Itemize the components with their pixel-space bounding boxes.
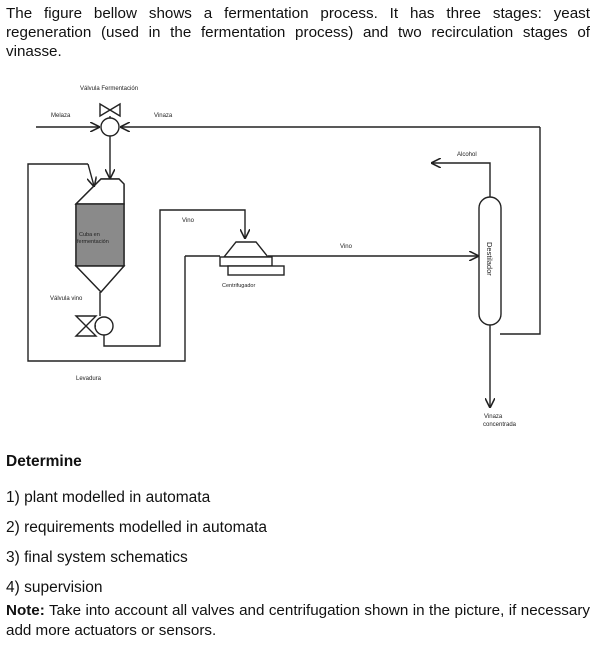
label-melaza: Melaza bbox=[51, 113, 71, 119]
fermentation-valve-icon bbox=[99, 102, 121, 118]
centrifuge bbox=[219, 241, 285, 276]
label-cuba-2: fermentación bbox=[77, 239, 109, 245]
task-list: 1) plant modelled in automata 2) require… bbox=[6, 483, 267, 603]
label-cuba-1: Cuba en bbox=[79, 232, 100, 238]
label-vinaza-concentrada-2: concentrada bbox=[483, 422, 517, 428]
wine-valve-icon bbox=[74, 315, 98, 337]
note-paragraph: Note: Take into account all valves and c… bbox=[6, 601, 590, 641]
label-levadura: Levadura bbox=[76, 376, 102, 382]
task-item: 1) plant modelled in automata bbox=[6, 489, 211, 506]
label-vino-top: Vino bbox=[182, 218, 195, 224]
label-valvula-vino: Válvula vino bbox=[50, 296, 83, 302]
label-valvula-fermentacion: Válvula Fermentación bbox=[80, 86, 138, 92]
label-vinaza-concentrada-1: Vinaza bbox=[484, 414, 503, 420]
task-item: 4) supervision bbox=[6, 579, 103, 596]
fermentation-valve-actuator bbox=[100, 117, 120, 137]
task-item: 2) requirements modelled in automata bbox=[6, 519, 268, 536]
process-diagram: Válvula Fermentación Melaza Vinaza Alcoh… bbox=[27, 86, 541, 428]
note-text: Take into account all valves and centrif… bbox=[6, 602, 590, 639]
task-item: 3) final system schematics bbox=[6, 549, 188, 566]
determine-heading: Determine bbox=[6, 453, 82, 470]
intro-paragraph: The figure bellow shows a fermentation p… bbox=[6, 5, 590, 60]
note-label: Note: bbox=[6, 602, 45, 619]
label-vinaza: Vinaza bbox=[154, 113, 173, 119]
label-alcohol: Alcohol bbox=[457, 152, 477, 158]
label-destilador: Destilador bbox=[485, 242, 494, 276]
label-centrifugador: Centrifugador bbox=[222, 283, 255, 289]
wine-valve-actuator bbox=[94, 316, 114, 336]
label-vino-right: Vino bbox=[340, 244, 353, 250]
